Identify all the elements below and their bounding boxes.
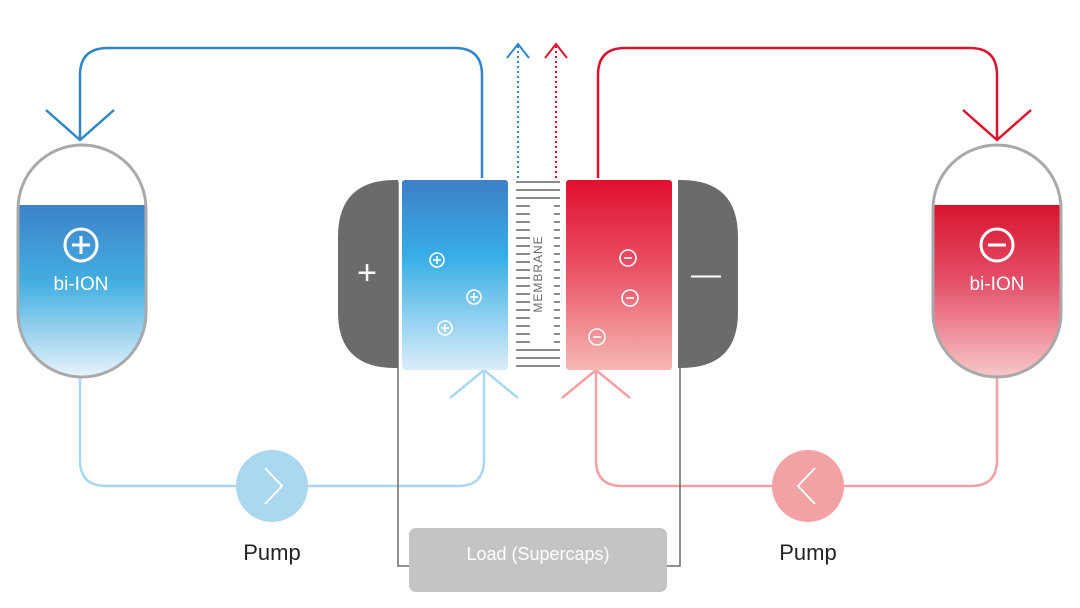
chevron-right-icon <box>264 467 284 505</box>
negative-electrode-symbol: — <box>691 258 721 291</box>
blue-return-pipe <box>78 46 484 178</box>
left-tank <box>16 143 148 379</box>
positive-electrode <box>338 180 398 368</box>
blue-return-arrowhead <box>45 109 115 142</box>
blue-vent-arrowhead <box>506 42 530 59</box>
negative-ion-icon <box>588 328 606 346</box>
red-vent-arrowhead <box>544 42 568 59</box>
negative-ion-icon <box>621 289 639 307</box>
left-pump <box>236 450 308 522</box>
positive-ion-icon <box>429 252 445 268</box>
right-pump-label: Pump <box>779 540 836 565</box>
negative-half-cell <box>566 180 672 370</box>
positive-electrode-symbol: + <box>357 254 377 292</box>
plus-circle-icon <box>63 227 99 263</box>
negative-electrode <box>678 180 738 368</box>
positive-ion-icon <box>437 320 453 336</box>
load-box <box>409 528 667 592</box>
positive-ion-icon <box>466 289 482 305</box>
positive-half-cell <box>402 180 508 370</box>
red-return-pipe <box>596 46 999 178</box>
right-pump <box>772 450 844 522</box>
positive-ions <box>429 252 482 336</box>
left-pump-label: Pump <box>243 540 300 565</box>
negative-ion-icon <box>619 249 637 267</box>
right-tank <box>931 143 1063 379</box>
left-tank-label: bi-ION <box>54 274 109 295</box>
membrane-stripes <box>516 181 560 367</box>
membrane-label: MEMBRANE <box>531 235 545 312</box>
minus-circle-icon <box>979 227 1015 263</box>
load-label: Load (Supercaps) <box>466 544 609 564</box>
red-return-arrowhead <box>962 109 1032 142</box>
chevron-left-icon <box>796 467 816 505</box>
right-tank-label: bi-ION <box>970 274 1025 295</box>
negative-ions <box>588 249 639 346</box>
